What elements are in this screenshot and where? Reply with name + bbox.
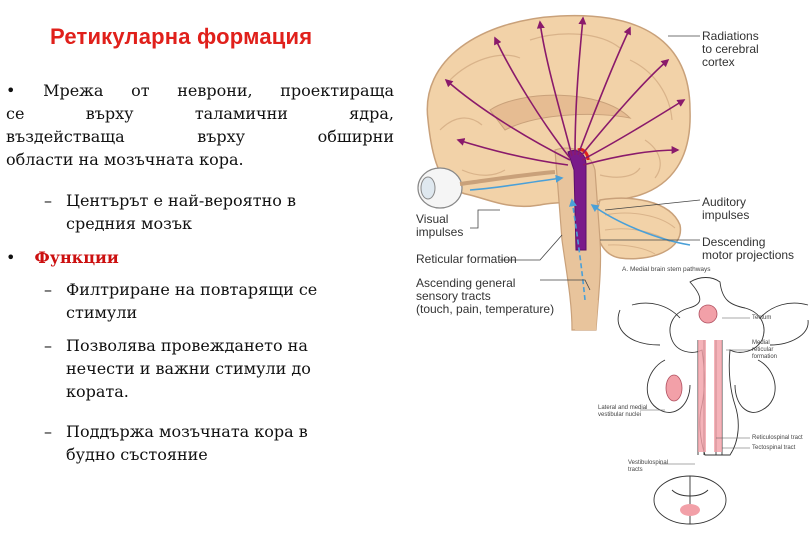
sub-line: Филтриране на повтарящи се	[66, 280, 318, 299]
bullet-1: • Мрежа от неврони, проектираща се върху…	[6, 79, 394, 171]
dash-marker: –	[44, 336, 52, 355]
dash-marker: –	[44, 191, 52, 210]
inset-label-lateral: Lateral and medial vestibular nuclei	[598, 405, 648, 418]
label-descending: Descending motor projections	[702, 235, 795, 262]
sub-bullet-maintain: – Поддържа мозъчната кора в будно състоя…	[44, 420, 384, 466]
dash-marker: –	[44, 280, 52, 299]
radiation-arrows	[444, 16, 686, 166]
sub-line: Центърът е най-вероятно в	[66, 191, 296, 210]
bullet-1-line-4: области на мозъчната кора.	[6, 150, 244, 169]
spinal-cord	[575, 300, 598, 330]
visual-impulse-arrows	[469, 174, 691, 301]
bullet-marker: •	[6, 248, 16, 267]
sub-line: будно състояние	[66, 445, 208, 464]
vestibular-nucleus	[665, 374, 683, 402]
sub-bullet-allow: – Позволява провеждането на нечести и ва…	[44, 334, 384, 403]
inset-label-medial: Medial reticular formation	[752, 340, 778, 360]
inset-label-tectospinal: Tectospinal tract	[752, 445, 796, 451]
bullet-1-line-3: въздействаща върху обширни	[6, 127, 394, 146]
sub-line: Поддържа мозъчната кора в	[66, 422, 308, 441]
sub-bullet-filter: – Филтриране на повтарящи се стимули	[44, 278, 384, 324]
tectospinal-tract	[714, 340, 722, 452]
bullet-1-line-2: се върху таламични ядра,	[6, 104, 394, 123]
sub-line: Позволява провеждането на	[66, 336, 308, 355]
bullet-marker: •	[6, 81, 16, 100]
reticulospinal-tract	[698, 340, 706, 452]
label-radiations: Radiations to cerebral cortex	[702, 29, 759, 69]
sub-line: кората.	[66, 382, 129, 401]
inset-caption: A. Medial brain stem pathways	[622, 266, 711, 273]
bullet-1-line-1: Мрежа от неврони, проектираща	[43, 81, 394, 100]
slide-title: Ретикуларна формация	[50, 24, 313, 49]
sub-bullet-center: – Центърът е най-вероятно в средния мозъ…	[44, 189, 384, 235]
sub-line: средния мозък	[66, 214, 193, 233]
functions-heading: Функции	[34, 248, 119, 267]
label-ascending: Ascending general sensory tracts (touch,…	[416, 276, 555, 316]
label-auditory: Auditory impulses	[702, 195, 750, 222]
sub-line: стимули	[66, 303, 138, 322]
bullet-2: • Функции	[6, 246, 119, 269]
inset-label-reticulospinal: Reticulospinal tract	[752, 435, 803, 441]
dash-marker: –	[44, 422, 52, 441]
leader-lines	[470, 35, 701, 291]
gyri	[439, 33, 673, 179]
label-visual: Visual impulses	[416, 212, 464, 239]
inset-label-vestibulospinal: Vestibulospinal tracts	[628, 460, 669, 473]
spinal-section	[680, 504, 700, 516]
sub-line: нечести и важни стимули до	[66, 359, 311, 378]
tectum-nucleus	[698, 304, 718, 324]
inset-label-tectum: Tectum	[752, 315, 772, 321]
label-reticular: Reticular formation	[416, 252, 517, 266]
eye-icon	[417, 167, 556, 209]
